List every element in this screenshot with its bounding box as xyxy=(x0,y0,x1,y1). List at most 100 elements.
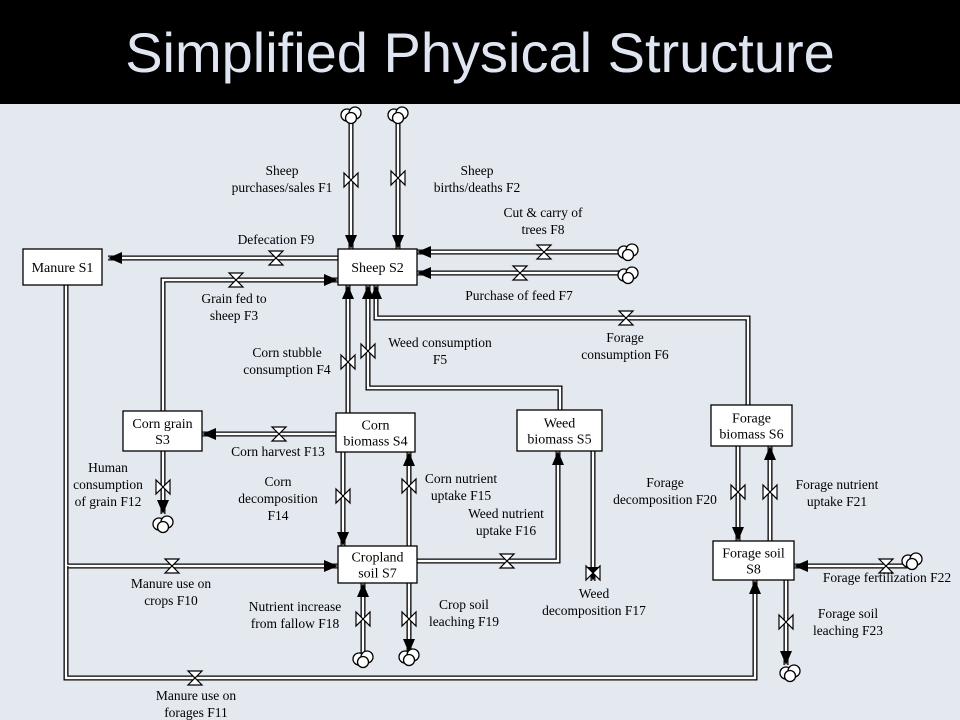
arrowhead-icon xyxy=(362,285,374,299)
cloud-icon xyxy=(617,266,639,285)
flow-label-line: purchases/sales F1 xyxy=(232,180,333,195)
stock-label: soil S7 xyxy=(358,567,397,582)
flow-label-line: Manure use on xyxy=(131,576,211,591)
flow-label-line: consumption xyxy=(73,477,143,492)
arrowhead-icon xyxy=(403,452,415,466)
flow-label-f13: Corn harvest F13 xyxy=(231,444,325,459)
arrowhead-icon xyxy=(417,267,431,279)
flow-label-line: Human xyxy=(88,460,128,475)
arrowhead-icon xyxy=(417,246,431,258)
stock-label: Weed xyxy=(544,417,576,432)
flow-label-line: sheep F3 xyxy=(210,308,259,323)
valve-icon xyxy=(270,426,288,442)
valve-icon xyxy=(535,244,553,260)
stock-label: Manure S1 xyxy=(32,261,94,276)
stock-manure: Manure S1 xyxy=(22,248,103,286)
arrowhead-icon xyxy=(403,639,415,653)
flow-label-f1: Sheep purchases/sales F1 xyxy=(232,163,333,195)
valve-icon xyxy=(585,564,601,582)
arrowhead-icon xyxy=(764,446,776,460)
valve-icon xyxy=(267,250,285,266)
flow-label-line: crops F10 xyxy=(144,593,198,608)
flow-label-line: births/deaths F2 xyxy=(434,180,521,195)
flow-label-line: decomposition xyxy=(238,491,318,506)
arrowhead-icon xyxy=(749,580,761,594)
stock-box xyxy=(335,412,416,453)
flow-label-line: Weed xyxy=(579,586,610,601)
cloud-icon xyxy=(352,650,374,669)
flow-label-line: leaching F19 xyxy=(429,614,499,629)
stock-box xyxy=(710,404,793,447)
flow-label-line: consumption F4 xyxy=(243,362,331,377)
flow-label-f2: Sheep births/deaths F2 xyxy=(434,163,521,195)
flow-label-line: Corn harvest F13 xyxy=(231,444,325,459)
arrowhead-icon xyxy=(780,651,792,665)
valve-icon xyxy=(390,169,406,187)
valve-icon xyxy=(340,353,356,371)
arrowhead-icon xyxy=(157,500,169,514)
flow-pipe-core xyxy=(161,278,338,411)
arrowhead-icon xyxy=(324,560,338,572)
stock-box xyxy=(712,540,795,581)
valve-icon xyxy=(617,310,635,326)
flow-label-line: Corn stubble xyxy=(252,345,321,360)
flow-label-line: Corn xyxy=(265,474,292,489)
flow-label-line: decomposition F20 xyxy=(613,492,717,507)
arrowhead-icon xyxy=(357,583,369,597)
arrowhead-icon xyxy=(794,560,808,572)
flow-label-line: Nutrient increase xyxy=(249,599,342,614)
flow-label-line: Purchase of feed F7 xyxy=(465,288,573,303)
valve-icon xyxy=(360,342,376,360)
flow-label-line: uptake F16 xyxy=(476,523,537,538)
valve-icon xyxy=(778,613,794,631)
valve-icon xyxy=(877,558,895,574)
cloud-icon xyxy=(398,648,420,667)
flow-label-f10: Manure use on crops F10 xyxy=(131,576,211,608)
valve-icon xyxy=(163,558,181,574)
valve-icon xyxy=(155,478,171,496)
flow-label-line: Cut & carry of xyxy=(503,205,583,220)
stock-sheep: Sheep S2 xyxy=(337,248,418,286)
valve-icon xyxy=(401,610,417,628)
arrowhead-icon xyxy=(732,527,744,541)
stock-label: Cropland xyxy=(351,551,403,566)
flow-label-line: F5 xyxy=(433,352,448,367)
valve-icon xyxy=(762,483,778,501)
stock-box xyxy=(122,410,203,452)
flow-label-line: Sheep xyxy=(461,163,494,178)
flow-label-line: decomposition F17 xyxy=(542,603,646,618)
stock-label: S3 xyxy=(155,433,170,448)
stock-label: Forage soil xyxy=(722,547,785,562)
flow-label-line: Sheep xyxy=(266,163,299,178)
flow-label-f22: Forage fertilization F22 xyxy=(823,570,951,585)
valve-icon xyxy=(401,477,417,495)
stock-label: Corn xyxy=(362,419,390,434)
flow-label-line: uptake F15 xyxy=(431,488,492,503)
flow-label-line: from fallow F18 xyxy=(251,616,340,631)
valve-icon xyxy=(186,670,204,686)
flow-label-f4: Corn stubble consumption F4 xyxy=(243,345,331,377)
arrowhead-icon xyxy=(345,235,357,249)
arrowhead-icon xyxy=(552,451,564,465)
flow-pipe-core xyxy=(366,285,562,410)
valve-icon xyxy=(335,487,351,505)
arrowhead-icon xyxy=(337,532,349,546)
flow-label-f7: Purchase of feed F7 xyxy=(465,288,573,303)
cloud-icon xyxy=(340,106,362,125)
arrowhead-icon xyxy=(342,285,354,299)
valve-icon xyxy=(227,272,245,288)
flow-label-line: trees F8 xyxy=(521,222,564,237)
flow-label-line: Forage nutrient xyxy=(796,477,879,492)
